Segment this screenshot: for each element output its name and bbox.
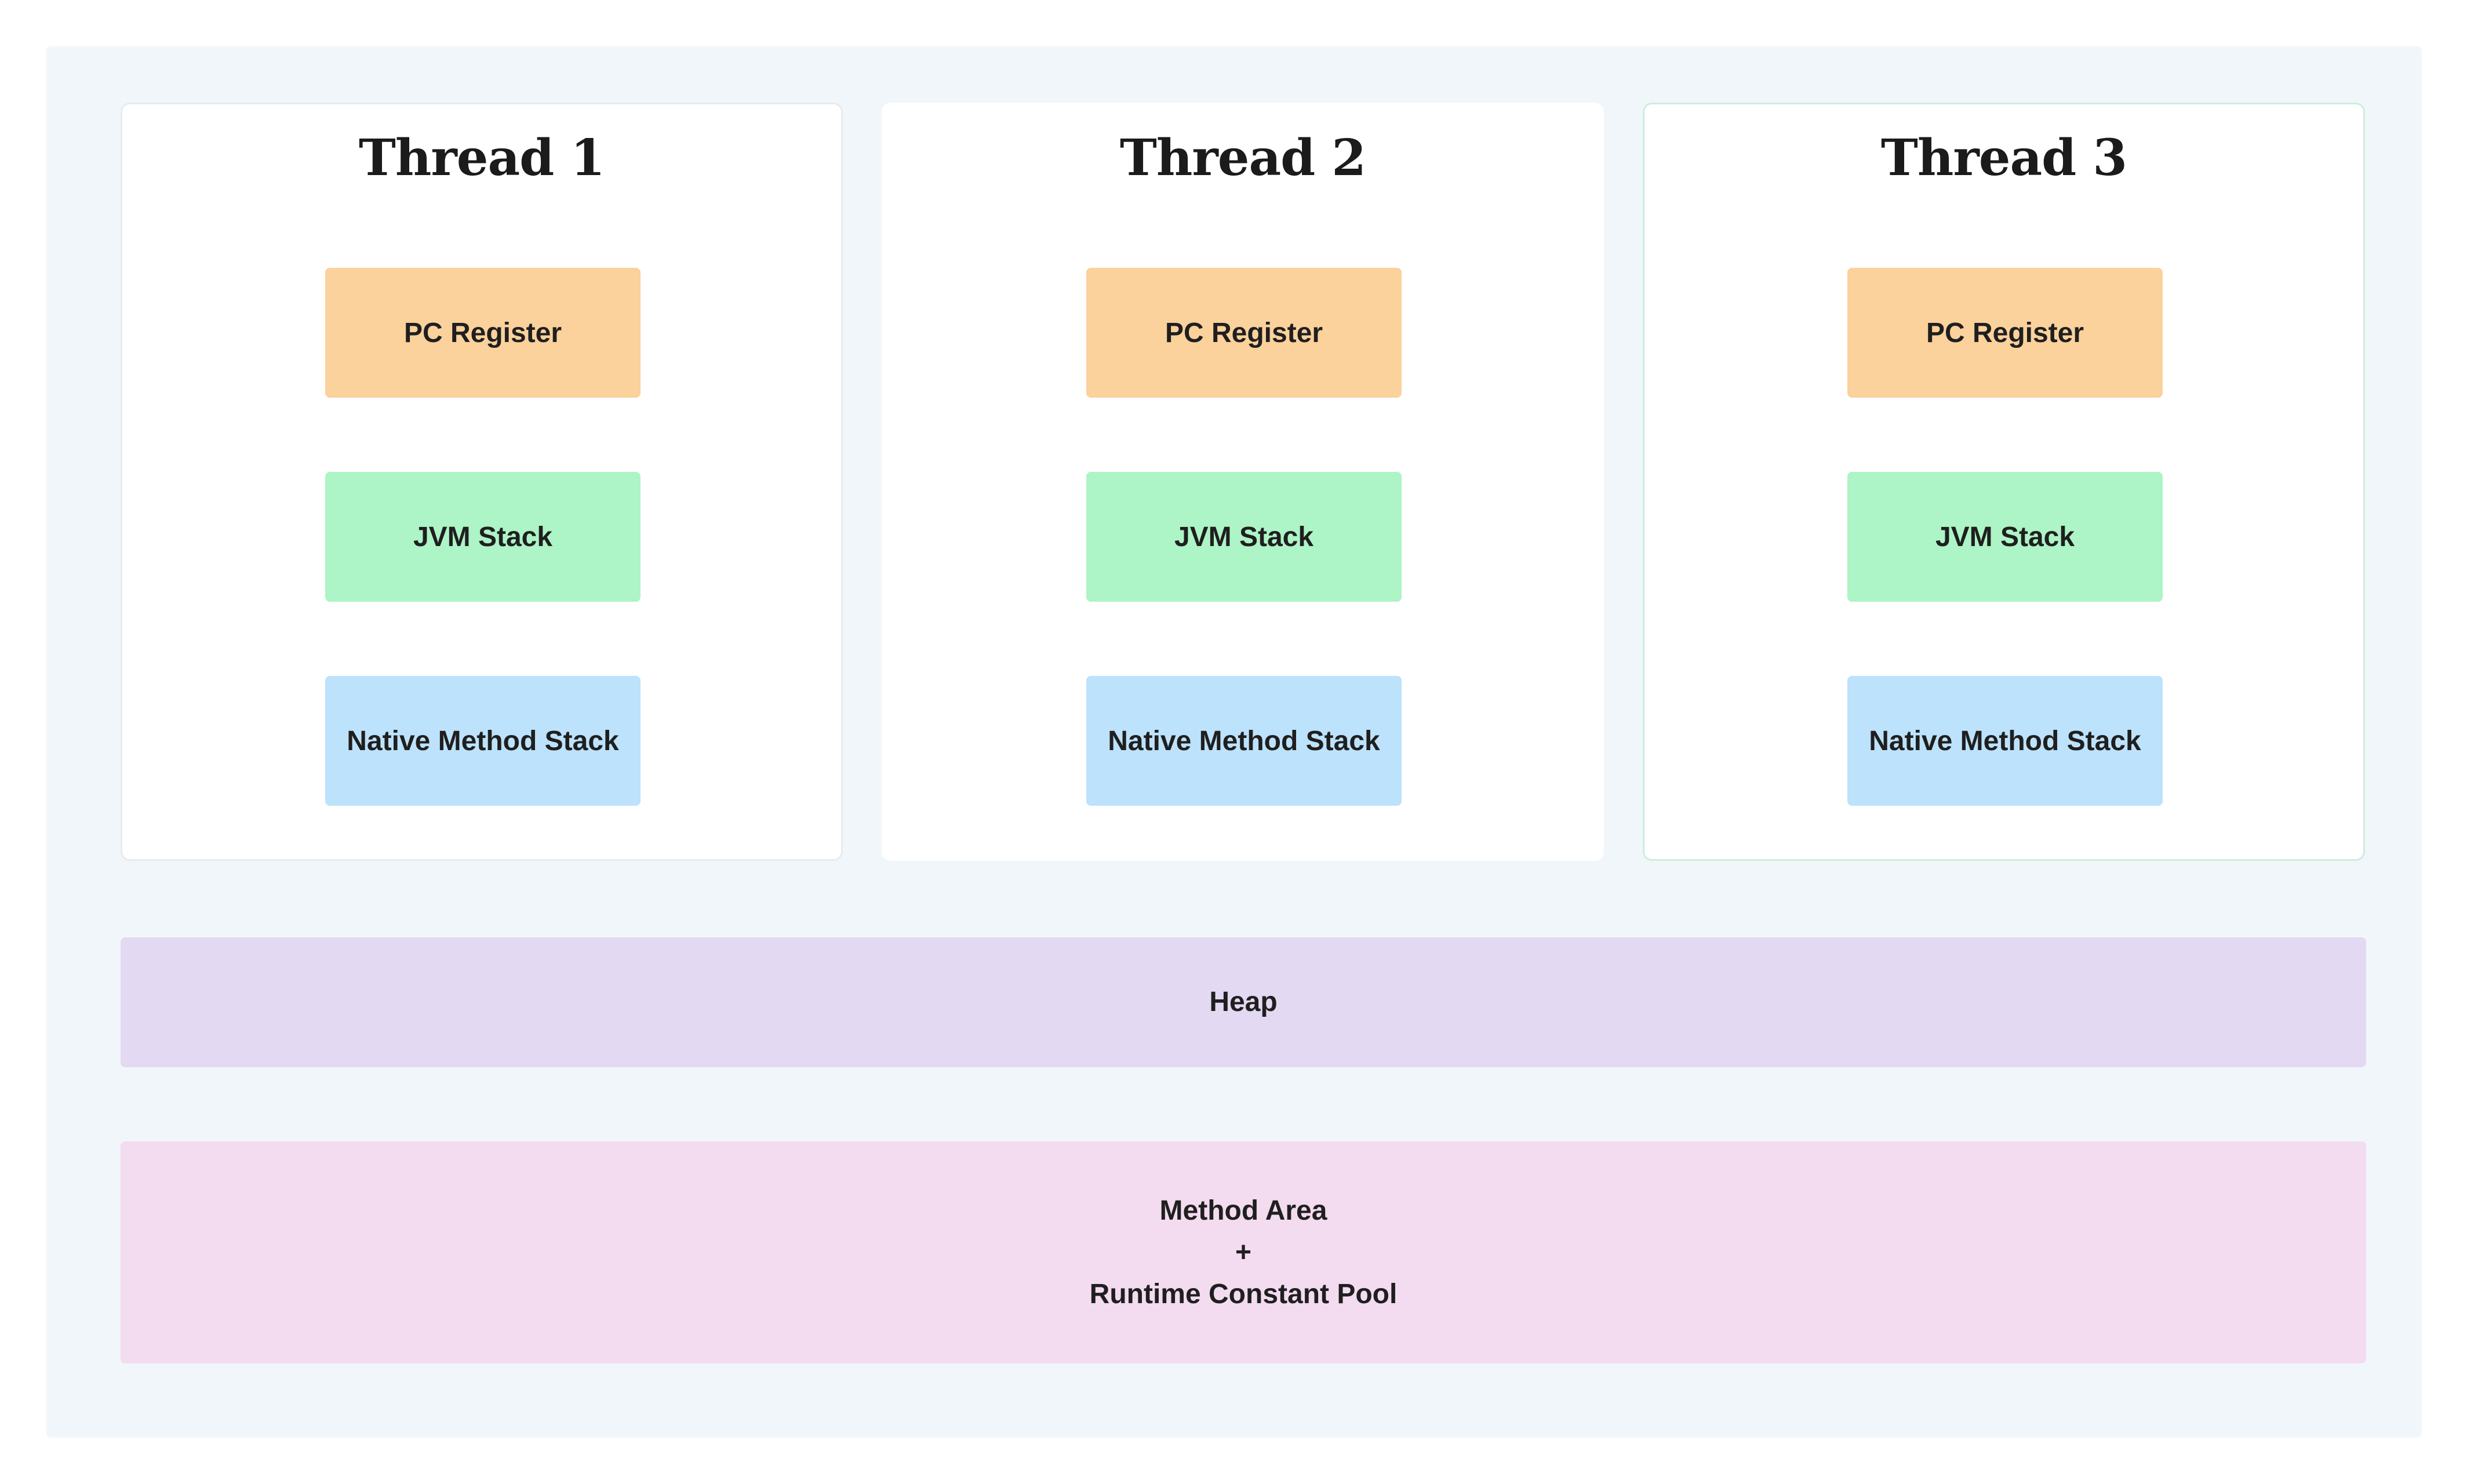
runtime-constant-pool-label: Runtime Constant Pool	[1089, 1278, 1398, 1310]
method-area-plus: +	[1235, 1236, 1252, 1268]
native-method-stack-block: Native Method Stack	[1086, 676, 1402, 806]
native-method-stack-block: Native Method Stack	[325, 676, 641, 806]
jvm-stack-block: JVM Stack	[1086, 472, 1402, 602]
native-method-stack-block: Native Method Stack	[1847, 676, 2163, 806]
heap-label: Heap	[1209, 987, 1278, 1017]
jvm-stack-block: JVM Stack	[325, 472, 641, 602]
method-area-block: Method Area + Runtime Constant Pool	[121, 1141, 2366, 1363]
thread-1-panel: Thread 1 PC Register JVM Stack Native Me…	[121, 103, 843, 861]
method-area-label: Method Area	[1159, 1195, 1327, 1226]
thread-title: Thread 1	[358, 129, 605, 187]
thread-3-panel: Thread 3 PC Register JVM Stack Native Me…	[1643, 103, 2365, 861]
jvm-memory-diagram: Thread 1 PC Register JVM Stack Native Me…	[46, 46, 2422, 1438]
thread-title: Thread 3	[1880, 129, 2127, 187]
jvm-stack-block: JVM Stack	[1847, 472, 2163, 602]
pc-register-block: PC Register	[1847, 268, 2163, 398]
pc-register-block: PC Register	[325, 268, 641, 398]
pc-register-block: PC Register	[1086, 268, 1402, 398]
thread-2-panel: Thread 2 PC Register JVM Stack Native Me…	[882, 103, 1604, 861]
thread-title: Thread 2	[1119, 129, 1366, 187]
heap-block: Heap	[121, 937, 2366, 1067]
